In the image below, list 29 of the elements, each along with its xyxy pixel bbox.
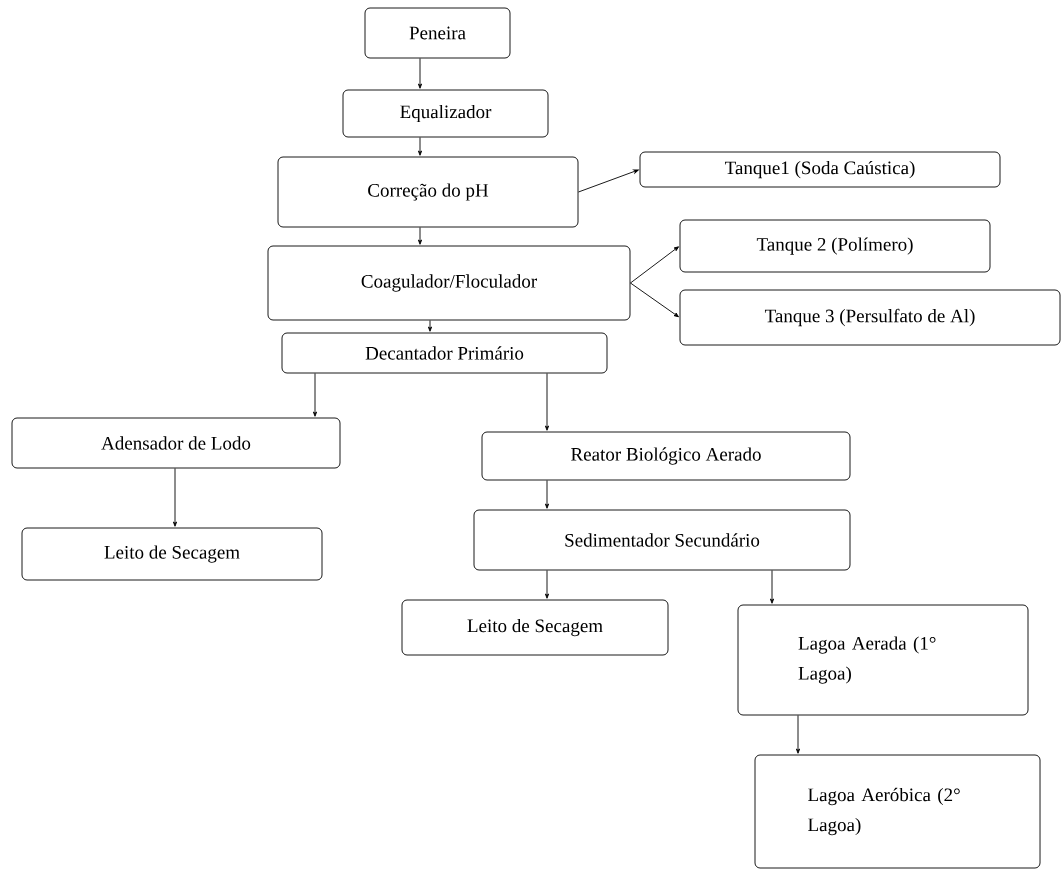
process-box: Leito de Secagem — [21, 527, 323, 581]
arrow — [578, 169, 639, 193]
process-box: Equalizador — [342, 89, 549, 138]
process-box: Peneira — [364, 7, 511, 59]
process-box: Lagoa Aerada (1° Lagoa) — [737, 604, 1029, 716]
arrow — [769, 570, 775, 604]
arrow — [417, 137, 423, 156]
arrow — [544, 373, 550, 431]
process-box: Leito de Secagem — [401, 599, 669, 656]
arrow — [630, 282, 679, 318]
process-box: Tanque1 (Soda Caústica) — [639, 151, 1001, 188]
arrow — [544, 480, 550, 509]
arrow — [172, 468, 178, 527]
arrow — [630, 246, 679, 284]
process-box: Reator Biológico Aerado — [481, 431, 851, 481]
process-box: Adensador de Lodo — [11, 417, 341, 469]
process-box: Decantador Primário — [281, 332, 608, 374]
process-box: Lagoa Aeróbica (2° Lagoa) — [754, 754, 1041, 869]
process-box: Tanque 3 (Persulfato de Al) — [679, 289, 1061, 346]
arrow — [417, 227, 423, 245]
process-box: Coagulador/Floculador — [267, 245, 631, 321]
process-box: Tanque 2 (Polímero) — [679, 219, 991, 273]
arrow — [544, 570, 550, 599]
process-box: Correção do pH — [277, 156, 579, 228]
arrow — [427, 320, 433, 332]
arrow — [795, 715, 801, 754]
process-box: Sedimentador Secundário — [473, 509, 851, 571]
arrow — [417, 58, 423, 89]
arrow — [312, 373, 318, 417]
